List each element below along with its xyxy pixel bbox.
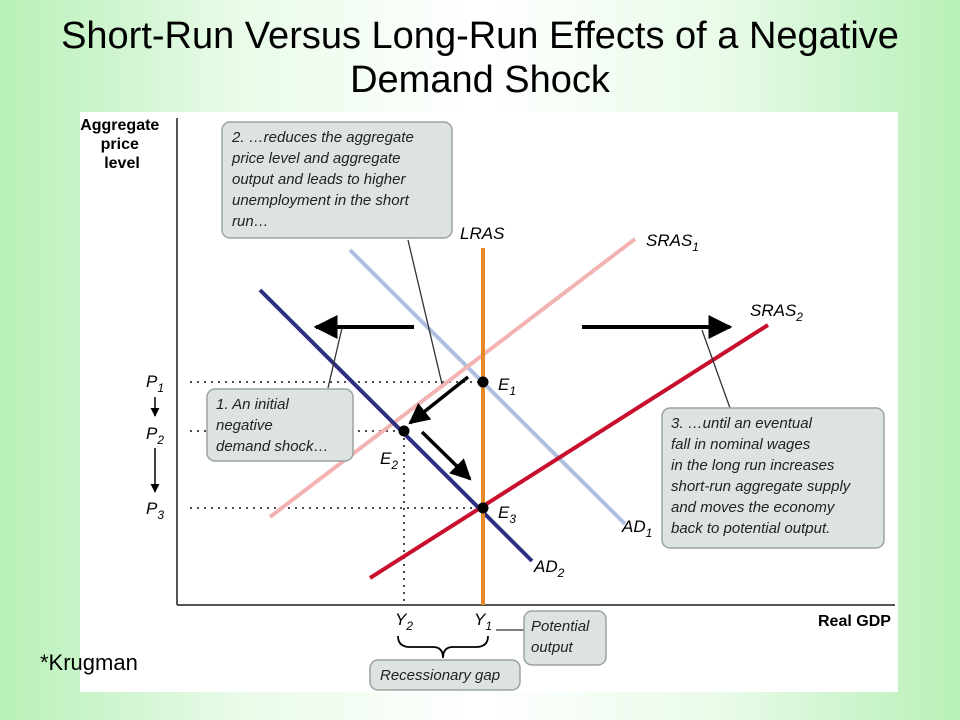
step1-leader bbox=[327, 327, 343, 389]
slide-title-line-1: Short-Run Versus Long-Run Effects of a N… bbox=[61, 15, 899, 57]
recessionary-gap-brace bbox=[397, 635, 489, 659]
sras2-label: SRAS2 bbox=[750, 301, 803, 324]
step3-leader bbox=[701, 329, 731, 409]
ad-as-diagram: Aggregate price level Real GDP LRAS SRAS… bbox=[80, 117, 895, 691]
slide-title-line-2: Demand Shock bbox=[350, 59, 610, 101]
lras-label: LRAS bbox=[460, 224, 505, 243]
sras1-curve bbox=[268, 237, 637, 519]
e2-label: E2 bbox=[380, 449, 398, 472]
slide-title: Short-Run Versus Long-Run Effects of a N… bbox=[0, 14, 960, 102]
sras2-curve bbox=[368, 323, 770, 580]
y2-label: Y2 bbox=[395, 610, 413, 633]
ad1-label: AD1 bbox=[621, 517, 652, 540]
e1-label: E1 bbox=[498, 375, 516, 398]
lr-move-arrow bbox=[420, 430, 472, 481]
p3-label: P3 bbox=[146, 499, 164, 522]
callout-potential-output: Potential output bbox=[523, 610, 607, 666]
callout-step3: 3. …until an eventual fall in nominal wa… bbox=[661, 407, 885, 549]
ad1-curve bbox=[348, 248, 627, 526]
e2-point bbox=[398, 425, 410, 437]
svg-text:Potential output: Potential output bbox=[531, 618, 594, 656]
callout-step1: 1. An initial negative demand shock… bbox=[206, 388, 354, 462]
e3-label: E3 bbox=[498, 503, 516, 526]
y1-label: Y1 bbox=[474, 610, 492, 633]
p1-label: P1 bbox=[146, 372, 164, 395]
y-axis-label: Aggregate price level bbox=[80, 117, 164, 172]
p2-label: P2 bbox=[146, 424, 164, 447]
sras1-label: SRAS1 bbox=[646, 231, 699, 254]
svg-text:1. An initial negative: 1. An initial negative demand shock… bbox=[216, 396, 329, 455]
diagram-figure: Aggregate price level Real GDP LRAS SRAS… bbox=[80, 112, 898, 692]
callout-recessionary-gap: Recessionary gap bbox=[369, 659, 521, 691]
svg-text:Recessionary gap: Recessionary gap bbox=[380, 667, 500, 684]
sr-move-arrow bbox=[408, 375, 470, 425]
ad2-label: AD2 bbox=[533, 557, 565, 580]
callout-step2: 2. …reduces the aggregate price level an… bbox=[221, 121, 453, 239]
e3-point bbox=[477, 502, 489, 514]
svg-text:3. …until an eventual: 3. …until an eventual fall in nominal wa… bbox=[671, 415, 854, 537]
ad2-curve bbox=[258, 288, 534, 563]
source-note: *Krugman bbox=[40, 650, 138, 675]
e1-point bbox=[477, 376, 489, 388]
x-axis-label: Real GDP bbox=[818, 613, 891, 630]
step2-leader bbox=[407, 239, 443, 385]
svg-text:2. …reduces the aggregate: 2. …reduces the aggregate price level an… bbox=[231, 129, 418, 230]
